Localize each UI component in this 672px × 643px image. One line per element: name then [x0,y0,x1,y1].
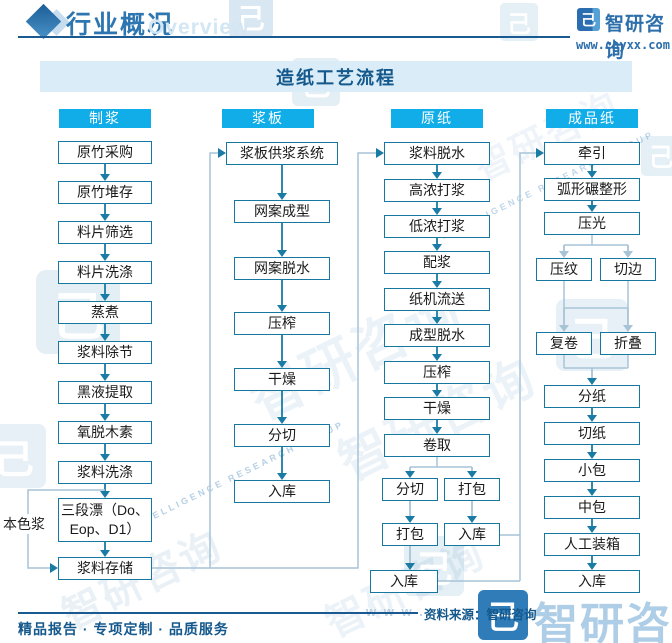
flow-node: 浆料除节 [58,341,152,364]
flow-node: 蒸煮 [58,301,152,324]
flow-node: 低浓打浆 [384,215,490,238]
side-label: 本色浆 [2,514,46,534]
column-header: 原纸 [391,109,483,128]
section-title: 行业概况 [66,11,175,39]
column-header: 成品纸 [546,109,638,128]
flow-node: 氧脱木素 [58,421,152,444]
flow-node: 干燥 [234,368,330,391]
flow-node: 压榨 [384,361,490,384]
flow-node: 分切 [234,424,330,447]
flow-node: 料片筛选 [58,221,152,244]
flow-node: 纸机流送 [384,288,490,311]
flow-node: 分切 [382,478,438,501]
footer-watermark-brand: 智研咨询 [534,600,672,643]
footer-rule [18,612,418,614]
column-header: 浆板 [222,109,314,128]
flow-node: 入库 [444,523,500,546]
footer-source: 资料来源：智研咨询 [424,608,537,622]
flow-node: 压榨 [234,312,330,335]
flow-node: 复卷 [536,332,592,355]
flow-node: 压光 [544,212,640,235]
flow-node: 入库 [370,570,438,593]
diagram-title: 造纸工艺流程 [276,67,396,88]
flow-node: 打包 [444,478,500,501]
brand-site-url[interactable]: www.chyxx.com [576,38,670,52]
flow-node: 人工装箱 [544,533,640,556]
brand-name: 智研咨询 [605,14,666,62]
flow-node: 三段漂（Do、Eop、D1） [58,498,152,542]
flow-node: 高浓打浆 [384,179,490,202]
background-watermark: 己 [0,424,46,488]
diagram-title-bar: 造纸工艺流程 [40,61,632,92]
flow-node: 黑液提取 [58,381,152,404]
flow-node: 浆板供浆系统 [226,142,338,165]
flow-node: 卷取 [384,434,490,457]
flow-node: 切纸 [544,422,640,445]
footer-watermark-logo-icon: 己 [478,590,528,640]
flow-node: 浆料存储 [58,557,152,580]
flow-node: 入库 [234,480,330,503]
flow-node: 分纸 [544,385,640,408]
footer-services: 精品报告 · 专项定制 · 品质服务 [18,621,229,637]
header-rule [18,36,570,38]
background-watermark: 智研咨询 [468,83,627,189]
flow-node: 浆料洗涤 [58,461,152,484]
footer-watermark-www: w w w . [366,604,425,619]
flow-node: 弧形碾整形 [544,178,640,201]
flow-node: 切边 [600,258,656,281]
section-title-watermark: Overview [148,16,250,39]
flow-node: 小包 [544,459,640,482]
column-header: 制浆 [59,109,151,128]
flow-node: 折叠 [600,332,656,355]
flow-node: 浆料脱水 [384,142,490,165]
flow-node: 干燥 [384,397,490,420]
flow-node: 原竹采购 [58,141,152,164]
flow-node: 压纹 [536,258,592,281]
brand-logo-icon: 己 [577,8,600,31]
flow-node: 网案成型 [234,200,330,223]
flow-node: 料片洗涤 [58,261,152,284]
flow-node: 成型脱水 [384,324,490,347]
flow-node: 原竹堆存 [58,181,152,204]
flow-node: 网案脱水 [234,257,330,280]
flow-node: 入库 [544,570,640,593]
flow-node: 中包 [544,496,640,519]
flow-node: 配浆 [384,251,490,274]
background-watermark: 己 [641,136,672,176]
flow-node: 打包 [382,523,438,546]
flow-node: 牵引 [544,142,640,165]
